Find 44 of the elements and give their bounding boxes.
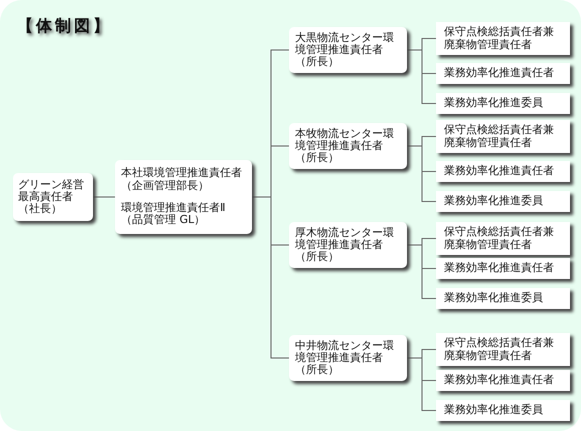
role-text: 業務効率化推進委員 [444,404,544,417]
connector-line [406,244,436,299]
role-text: 保守点検総括責任者兼廃棄物管理責任者 [444,337,555,362]
connector-line [92,196,116,198]
diagram-title: 【体制図】 [17,16,112,37]
role-box [289,27,407,73]
role-box [436,258,570,279]
role-box [436,333,570,366]
connector-line [406,358,436,411]
connector-line [406,50,436,104]
role-box [436,222,570,255]
role-text: 厚木物流センター環境管理推進責任者（所長） [295,226,395,264]
role-box [436,93,570,114]
role-box [436,288,570,309]
connector-line [252,196,290,358]
role-text: 業務効率化推進委員 [444,195,544,208]
role-box [436,370,570,391]
role-box [115,160,252,234]
role-box [436,191,570,212]
role-text: 本社環境管理推進責任者（企画管理部長） [121,167,243,192]
role-box [436,120,570,153]
role-text: 業務効率化推進委員 [444,97,544,110]
role-text: 保守点検総括責任者兼廃棄物管理責任者 [444,26,555,51]
role-text: 環境管理推進責任者Ⅱ（品質管理 GL） [121,202,226,227]
role-text: 業務効率化推進委員 [444,292,544,305]
role-box [13,173,93,221]
role-text: グリーン経営最高責任者（社長） [18,178,85,216]
role-text: 中井物流センター環境管理推進責任者（所長） [295,340,395,376]
role-text: 業務効率化推進責任者 [444,374,555,387]
role-text: 大黒物流センター環境管理推進責任者（所長） [295,32,395,68]
role-box [436,161,570,182]
role-box [289,123,407,169]
role-box [436,400,570,421]
role-text: 業務効率化推進責任者 [444,67,555,80]
role-text: 業務効率化推進責任者 [444,165,555,178]
role-box [289,222,407,268]
role-box [436,63,570,84]
role-text: 本牧物流センター環境管理推進責任者（所長） [295,128,395,164]
role-text: 業務効率化推進責任者 [444,262,555,275]
role-box [289,335,407,381]
role-box [436,22,570,55]
connector-line [406,146,436,202]
role-text: 保守点検総括責任者兼廃棄物管理責任者 [444,124,555,149]
role-text: 保守点検総括責任者兼廃棄物管理責任者 [444,226,555,251]
